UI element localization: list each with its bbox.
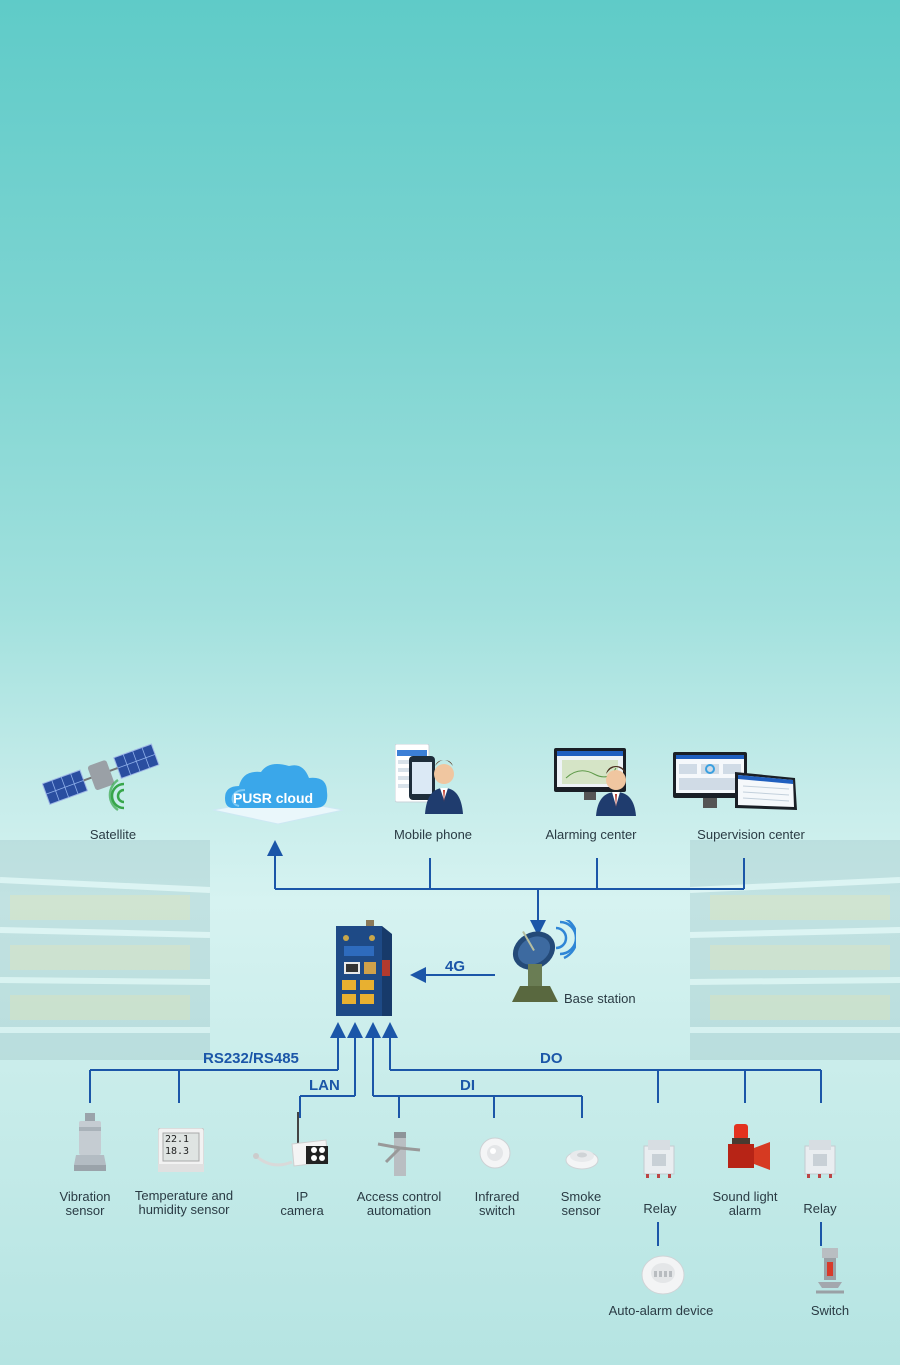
temperature-humidity-sensor-icon: 22.1 18.3 [158, 1128, 204, 1172]
sprinkler-switch-icon [812, 1248, 848, 1300]
mobile-phone-icon [395, 744, 467, 814]
auto-alarm-device-icon [640, 1253, 686, 1297]
humidity-readout: 18.3 [165, 1146, 190, 1157]
turnstile-icon [376, 1128, 424, 1178]
vibration-sensor-icon [70, 1113, 110, 1175]
satellite-label: Satellite [89, 827, 137, 842]
background-shelf-right [690, 840, 900, 1060]
ip-camera-icon [252, 1112, 332, 1178]
di-label: DI [460, 1077, 475, 1094]
rs232-rs485-label: RS232/RS485 [203, 1050, 299, 1067]
infrared-switch-icon [478, 1136, 512, 1170]
do-label: DO [540, 1050, 563, 1067]
relay-icon [803, 1138, 837, 1178]
lan-label: LAN [309, 1077, 340, 1094]
auto-alarm-device-label: Auto-alarm device [608, 1303, 714, 1318]
relay-2-label: Relay [803, 1201, 837, 1216]
temperature-readout: 22.1 [165, 1134, 190, 1145]
cellular-4g-label: 4G [445, 958, 466, 975]
mobile-phone-label: Mobile phone [393, 827, 473, 842]
smoke-sensor-icon [564, 1144, 600, 1172]
industrial-router-icon [336, 920, 394, 1018]
switch-label: Switch [810, 1303, 850, 1318]
cloud-label: PUSR cloud [232, 790, 314, 806]
sound-light-alarm-icon [720, 1122, 772, 1172]
signal-waves-icon [108, 778, 125, 812]
relay-icon [642, 1138, 676, 1178]
supervision-center-icon [673, 752, 805, 816]
alarming-center-label: Alarming center [545, 827, 637, 842]
pusr-cloud-icon: PUSR cloud [203, 758, 353, 830]
satellite-icon [42, 738, 162, 818]
base-station-label: Base station [564, 991, 636, 1006]
supervision-center-label: Supervision center [697, 827, 805, 842]
base-station-icon [506, 920, 576, 1006]
relay-1-label: Relay [643, 1201, 677, 1216]
background-shelf-left [0, 840, 210, 1060]
alarming-center-icon [554, 748, 638, 816]
